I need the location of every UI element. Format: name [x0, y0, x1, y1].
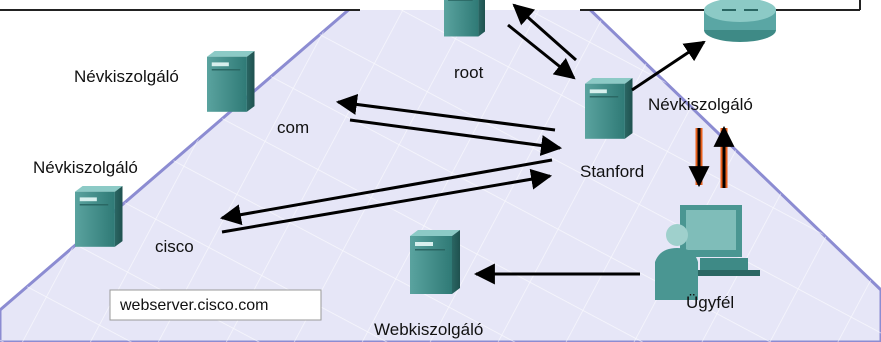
cisco-label: cisco: [155, 237, 194, 256]
webserver-icon: [410, 230, 460, 294]
router-icon: [704, 0, 776, 42]
client-stanford-arrows: [688, 125, 735, 188]
webserver-label: Webkiszolgáló: [374, 320, 483, 339]
stanford-nameserver-label: Névkiszolgáló: [648, 95, 753, 114]
root-label: root: [454, 63, 484, 82]
query-arrows: [219, 3, 706, 285]
cisco-server-icon: [75, 186, 123, 247]
query-url-box: [109, 289, 322, 321]
query-url-label: webserver.cisco.com: [119, 297, 269, 314]
top-bar: [0, 0, 881, 10]
client-label: Ügyfél: [686, 293, 734, 312]
com-nameserver-label: Névkiszolgáló: [74, 67, 179, 86]
cisco-nameserver-label: Névkiszolgáló: [33, 158, 138, 177]
client-computer-icon: [680, 205, 760, 276]
user-icon: [655, 224, 698, 300]
com-server-icon: [207, 51, 255, 112]
stanford-label: Stanford: [580, 162, 644, 181]
root-server-icon: [444, 0, 485, 37]
com-label: com: [277, 118, 309, 137]
stanford-server-icon: [585, 78, 633, 139]
